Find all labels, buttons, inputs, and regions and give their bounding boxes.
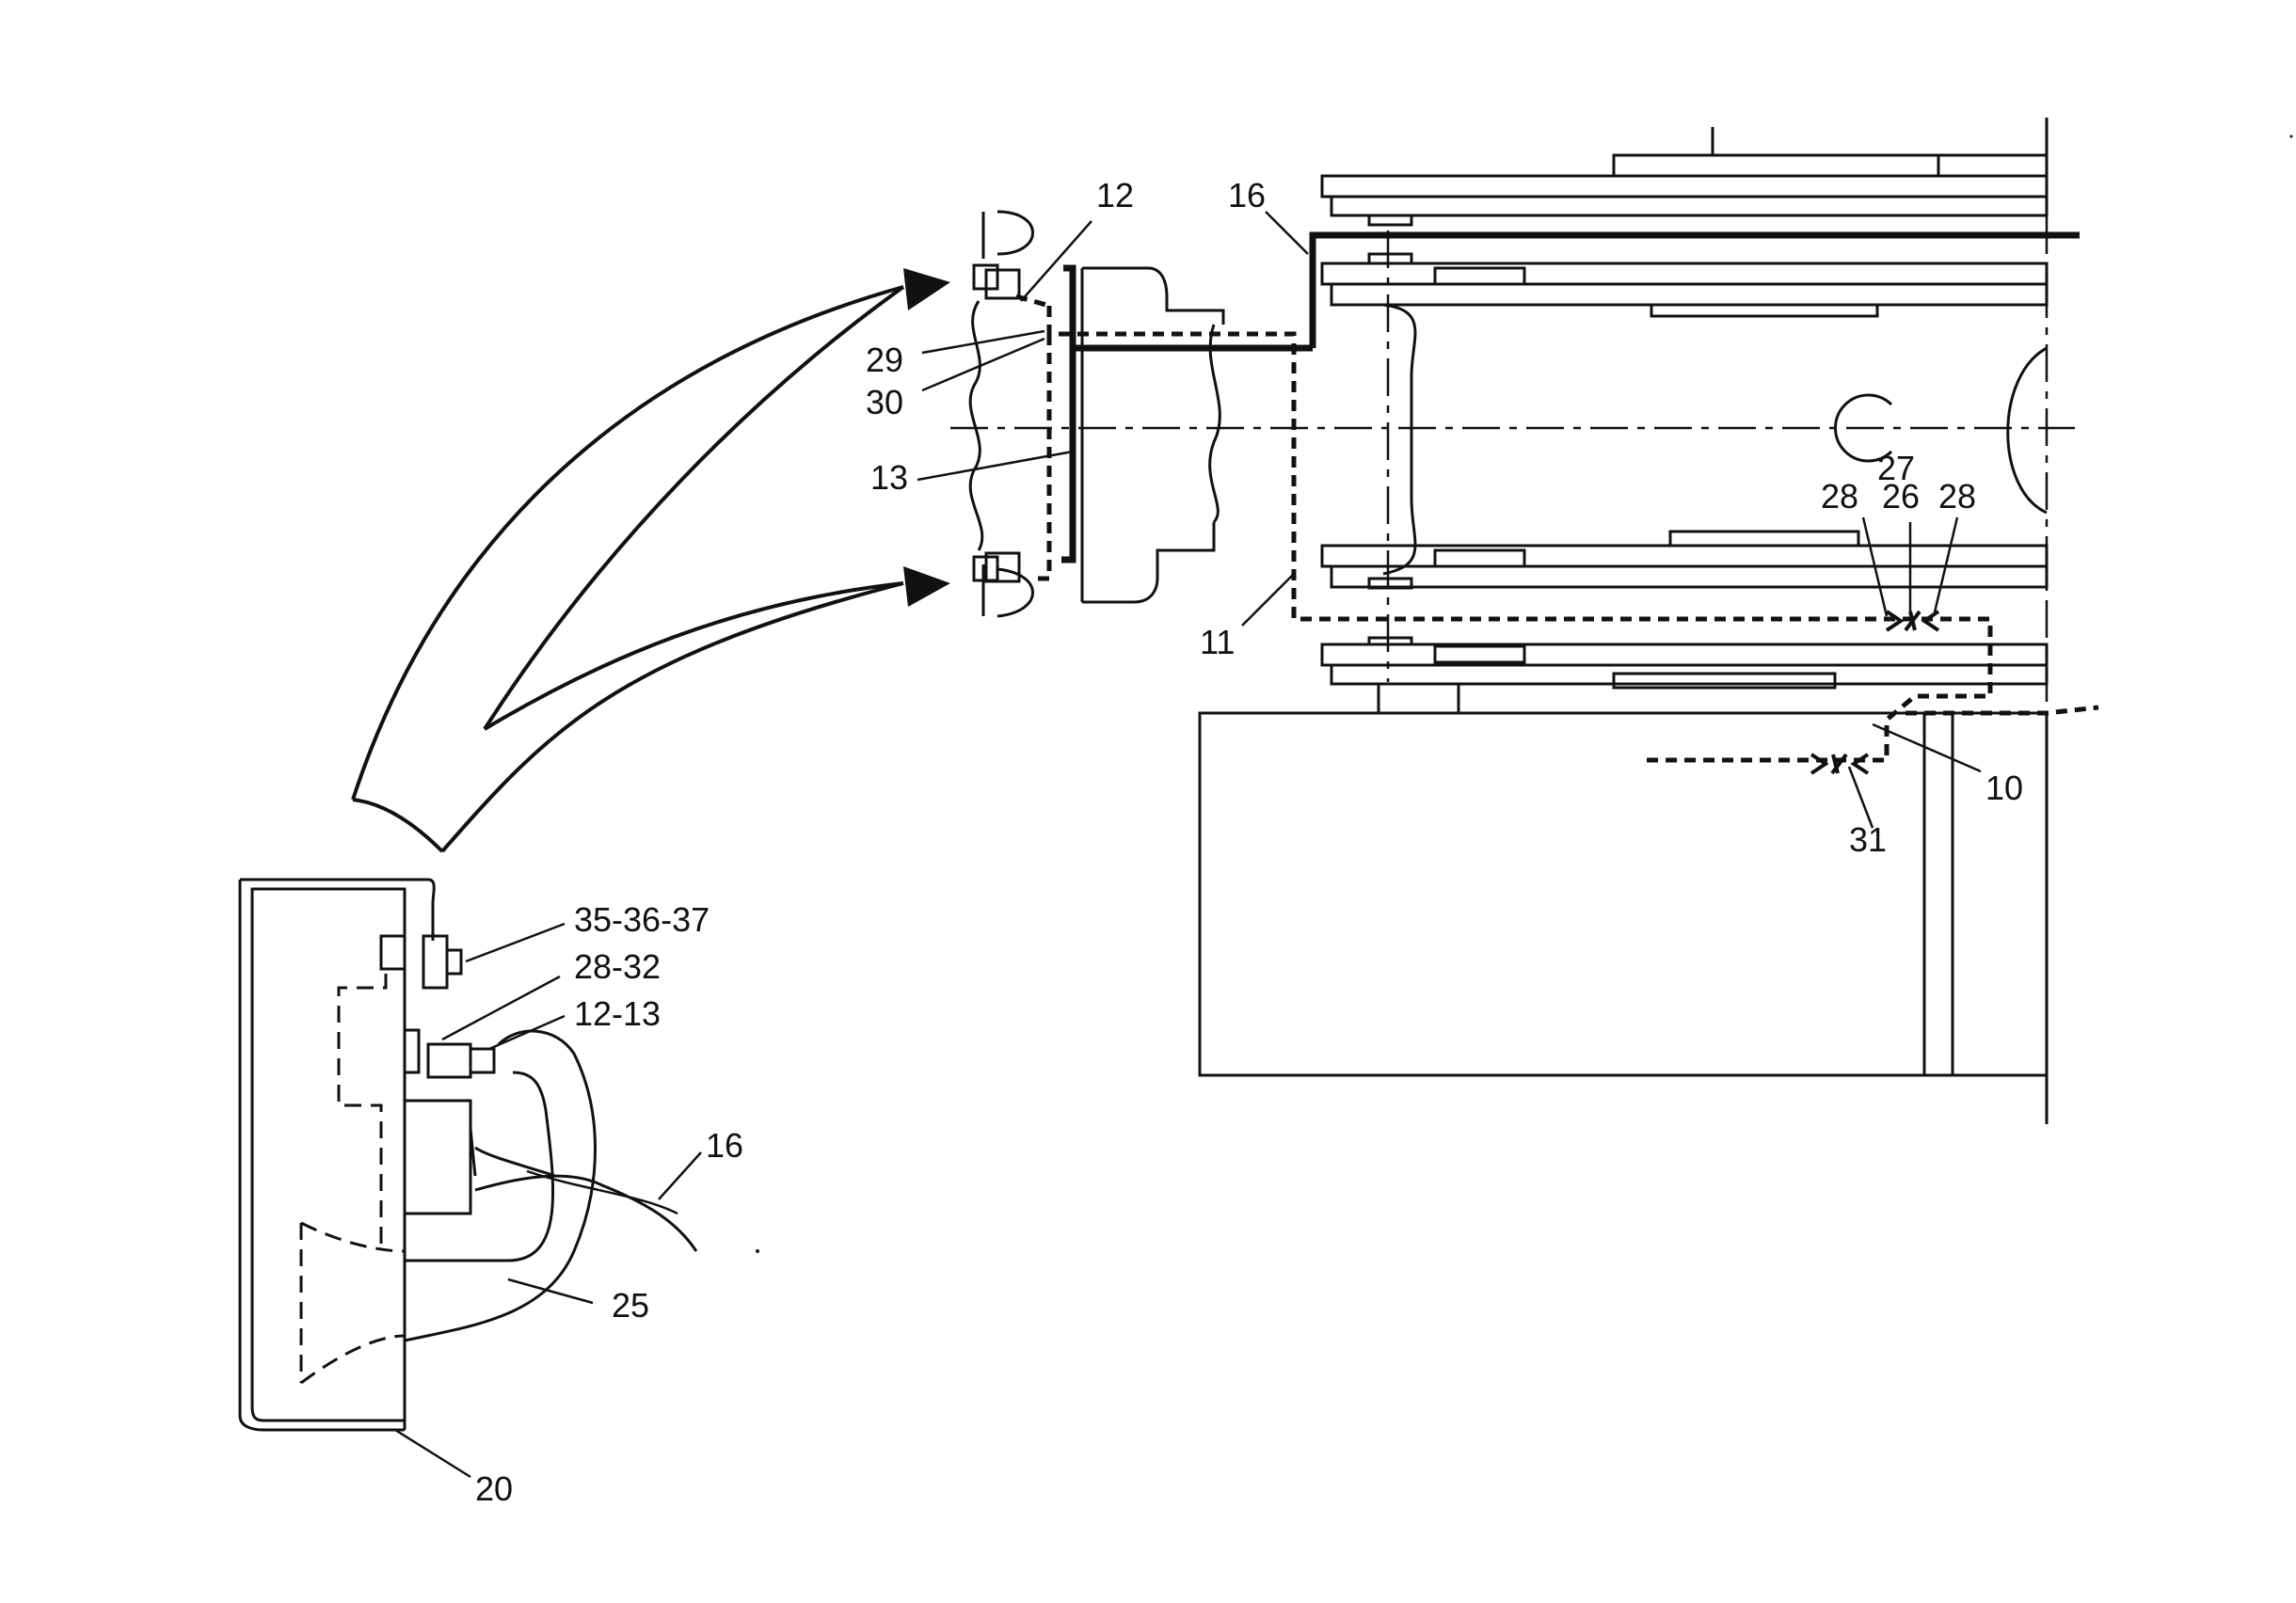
housing-detail	[238, 878, 698, 1432]
callout-12-13: 12-13	[574, 994, 661, 1033]
callout-31: 31	[1849, 820, 1887, 859]
callout-12: 12	[1096, 176, 1134, 214]
callout-16-detail: 16	[706, 1126, 743, 1165]
callout-labels: 12 16 29 30 13 27 28 26 28 11 10 31 35-3…	[475, 176, 2023, 1508]
callout-30: 30	[866, 383, 903, 421]
callout-13: 13	[870, 458, 908, 497]
callout-28-left: 28	[1821, 477, 1858, 516]
callout-27: 27	[1877, 449, 1915, 487]
callout-26: 26	[1882, 477, 1920, 516]
callout-16: 16	[1228, 176, 1266, 214]
frame-assembly	[950, 118, 2075, 1124]
callout-11: 11	[1200, 623, 1235, 661]
leader-lines	[394, 211, 1982, 1479]
callout-20: 20	[475, 1469, 513, 1508]
callout-25: 25	[612, 1286, 649, 1325]
callout-35-36-37: 35-36-37	[574, 900, 710, 939]
hub-flange	[968, 210, 2099, 763]
callout-29: 29	[866, 341, 903, 379]
arrows	[351, 268, 950, 853]
callout-10: 10	[1985, 769, 2023, 807]
callout-28-32: 28-32	[574, 947, 661, 986]
callout-28-right: 28	[1938, 477, 1976, 516]
